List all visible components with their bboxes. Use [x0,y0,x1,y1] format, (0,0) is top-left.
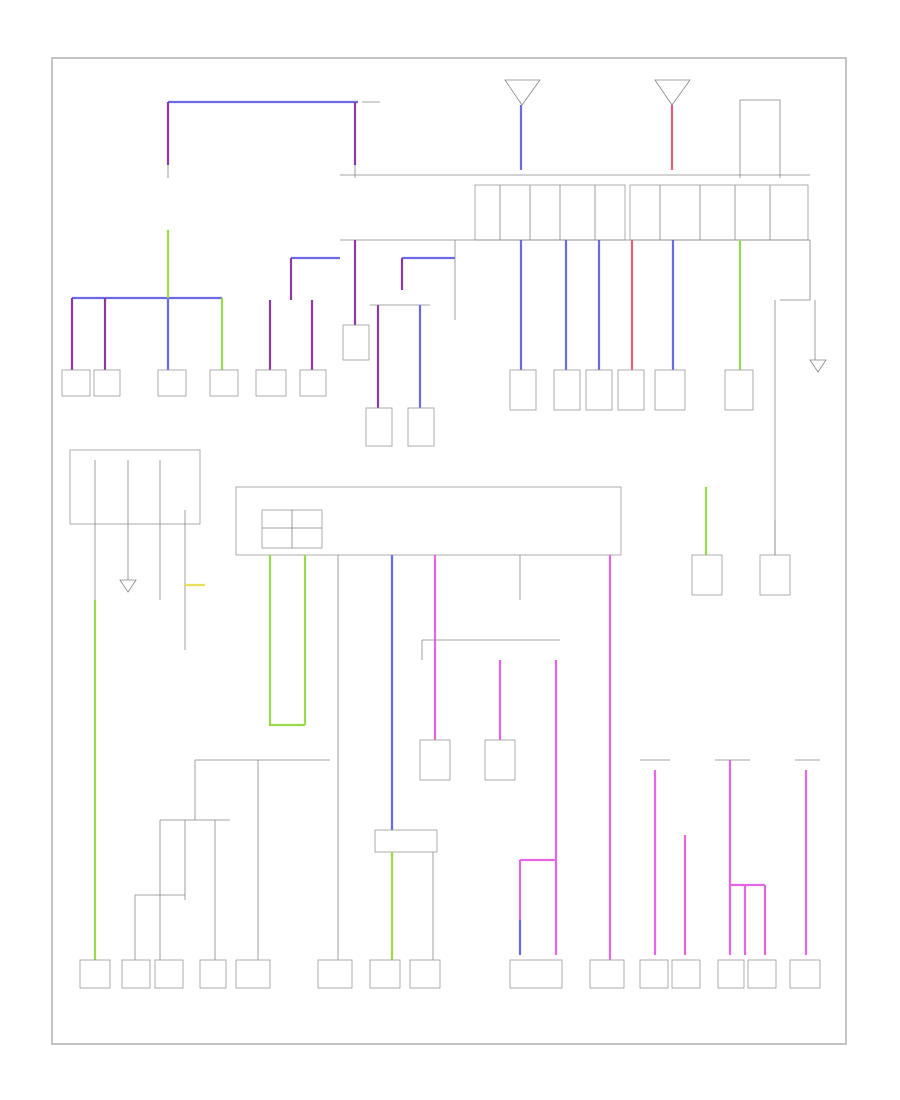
top-connector-blue [504,79,541,170]
bottom-pink-blue [518,858,556,955]
top-right-relay [739,99,781,178]
left-upper-wires [70,230,456,408]
lower-left-splice [134,759,330,960]
ground-symbol-upper [809,359,827,373]
bottom-component-row [79,959,821,989]
upper-component-row [61,324,754,447]
fuse-block-drops [519,240,816,560]
top-connector-red [654,79,691,170]
right-relays-mid [691,487,791,596]
main-fuse-block [340,174,810,241]
lower-connector [337,829,438,960]
left-switch-block [69,449,205,650]
diagram-frame [51,57,847,1045]
top-blue-bus [166,100,380,178]
pink-sub-junction [419,639,560,955]
junction-drops [268,555,612,960]
junction-block [235,486,622,556]
right-lower-wires [640,759,820,955]
